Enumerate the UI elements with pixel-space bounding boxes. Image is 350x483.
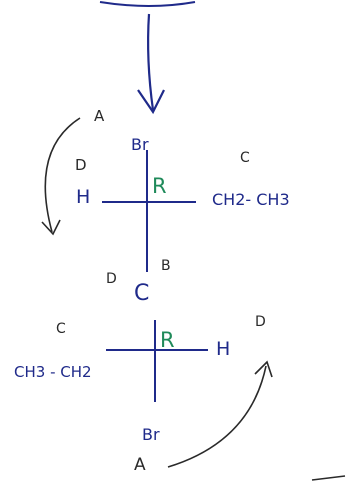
p2-right-group: H bbox=[216, 338, 230, 360]
p1-label-bottom-right: B bbox=[161, 258, 171, 274]
p1-label-left: D bbox=[75, 156, 87, 174]
p2-label-left: C bbox=[56, 321, 66, 337]
p1-label-right: C bbox=[240, 150, 250, 166]
p2-label-bottom: A bbox=[134, 455, 146, 475]
down-arrow-head bbox=[137, 89, 165, 115]
top-arc-fragment bbox=[99, 1, 196, 7]
p1-configuration: R bbox=[152, 174, 167, 198]
p1-top-group: Br bbox=[131, 135, 149, 154]
down-arrow bbox=[147, 13, 155, 111]
p2-configuration: R bbox=[160, 328, 175, 352]
p1-label-top-left: A bbox=[94, 107, 105, 125]
rotation-arrow-right bbox=[167, 365, 267, 468]
p1-label-bottom-left: D bbox=[106, 271, 117, 287]
p2-bottom-group: Br bbox=[142, 425, 160, 444]
p2-label-right: D bbox=[255, 314, 266, 330]
bottom-right-fragment bbox=[311, 475, 346, 481]
rotation-arrow-right-head bbox=[254, 360, 273, 378]
p2-top-group: C bbox=[134, 281, 149, 306]
rotation-arrow-left bbox=[44, 117, 81, 233]
p1-left-group: H bbox=[76, 186, 90, 208]
p1-right-group: CH2- CH3 bbox=[212, 190, 290, 209]
rotation-arrow-left-head bbox=[41, 219, 61, 236]
p2-left-group: CH3 - CH2 bbox=[14, 363, 92, 381]
